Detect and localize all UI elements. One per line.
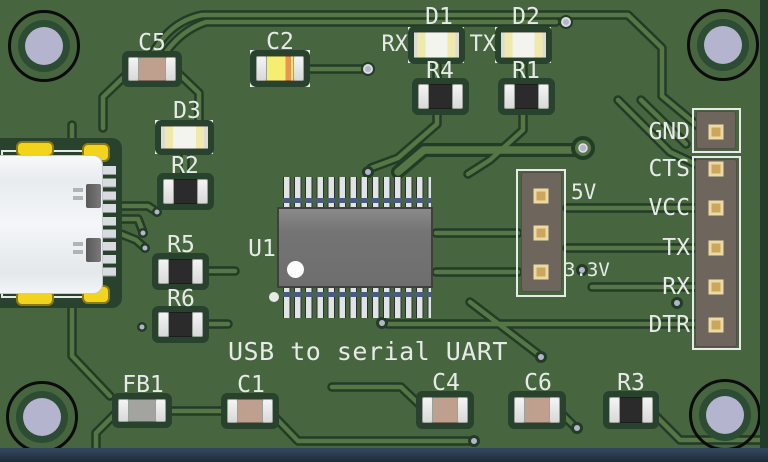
- label-r6: R6: [167, 286, 195, 312]
- power-header-pin-5v: [533, 188, 549, 204]
- d1-silkscreen-box: [408, 27, 464, 63]
- usb-pin-row: [103, 166, 116, 278]
- d2-silkscreen-box: [495, 27, 551, 63]
- u1-top-pin-band: [283, 198, 431, 203]
- label-fb1: FB1: [122, 372, 164, 398]
- label-c2: C2: [266, 29, 294, 55]
- label-gnd: GND: [648, 119, 690, 145]
- label-tx: TX: [662, 235, 690, 261]
- component-r2: [163, 179, 208, 204]
- component-r3: [609, 397, 653, 423]
- u1-silkscreen-dot: [269, 292, 279, 302]
- mounting-hole-top-right: [687, 9, 759, 81]
- label-r1: R1: [512, 58, 540, 84]
- component-d1: [414, 32, 459, 58]
- label-rx: RX: [662, 274, 690, 300]
- label-vcc: VCC: [648, 195, 690, 221]
- mounting-hole-bottom-right: [689, 379, 761, 451]
- label-d2: D2: [512, 4, 540, 30]
- serial-header-pin-rx: [708, 279, 724, 295]
- label-r3: R3: [617, 370, 645, 396]
- u1-top-pins: [283, 177, 431, 208]
- usb-mount-tab: [86, 184, 101, 208]
- component-r4: [418, 84, 463, 109]
- serial-header-pin-tx: [708, 240, 724, 256]
- ic-u1: [277, 207, 433, 288]
- component-r5: [158, 259, 203, 284]
- serial-header-pin-cts: [708, 161, 724, 177]
- serial-header-pin-gnd: [708, 124, 724, 140]
- usb-tab-mark: [73, 242, 83, 246]
- label-tx-led: TX: [469, 32, 497, 57]
- component-c6: [514, 397, 560, 423]
- label-cts: CTS: [648, 156, 690, 182]
- c2-silkscreen-box: [250, 50, 310, 87]
- usb-tab-mark: [73, 250, 83, 254]
- power-header-pin-3v3: [533, 264, 549, 280]
- component-c2: [256, 56, 304, 81]
- board-edge-right: [760, 0, 768, 448]
- usb-mount-tab: [86, 238, 101, 262]
- power-header-pin-mid: [533, 225, 549, 241]
- component-c1: [227, 399, 273, 423]
- board-title: USB to serial UART: [228, 337, 508, 366]
- component-d2: [501, 32, 546, 58]
- label-r5: R5: [167, 232, 195, 258]
- label-u1: U1: [248, 236, 276, 262]
- label-c6: C6: [524, 370, 552, 396]
- mounting-hole-top-left: [8, 10, 80, 82]
- u1-pin1-dot: [287, 261, 304, 278]
- label-r2: R2: [171, 153, 199, 179]
- serial-header-pin-vcc: [708, 200, 724, 216]
- usb-c-connector: [0, 155, 103, 294]
- component-r1: [504, 84, 549, 109]
- power-header-outline: [516, 169, 566, 297]
- label-d1: D1: [425, 4, 453, 30]
- label-c1: C1: [237, 372, 265, 398]
- u1-bottom-pin-band: [283, 292, 431, 297]
- label-c4: C4: [432, 370, 460, 396]
- label-dtr: DTR: [648, 312, 690, 338]
- component-d3: [161, 126, 208, 149]
- label-3v3: 3.3V: [564, 259, 610, 281]
- component-c4: [422, 397, 468, 423]
- mounting-hole-bottom-left: [6, 381, 78, 453]
- component-fb1: [118, 399, 166, 422]
- usb-tab-mark: [73, 196, 83, 200]
- label-r4: R4: [426, 58, 454, 84]
- board-edge-bottom: [0, 448, 768, 462]
- component-c5: [128, 57, 176, 81]
- label-d3: D3: [173, 98, 201, 124]
- usb-tab-mark: [73, 188, 83, 192]
- d3-silkscreen-box: [155, 120, 213, 154]
- label-5v: 5V: [571, 180, 597, 204]
- label-rx-led: RX: [381, 32, 409, 57]
- serial-header-outline: [692, 156, 741, 350]
- serial-header-pin-dtr: [708, 317, 724, 333]
- component-r6: [158, 312, 203, 337]
- serial-header-outline-top: [692, 108, 741, 153]
- label-c5: C5: [138, 30, 166, 56]
